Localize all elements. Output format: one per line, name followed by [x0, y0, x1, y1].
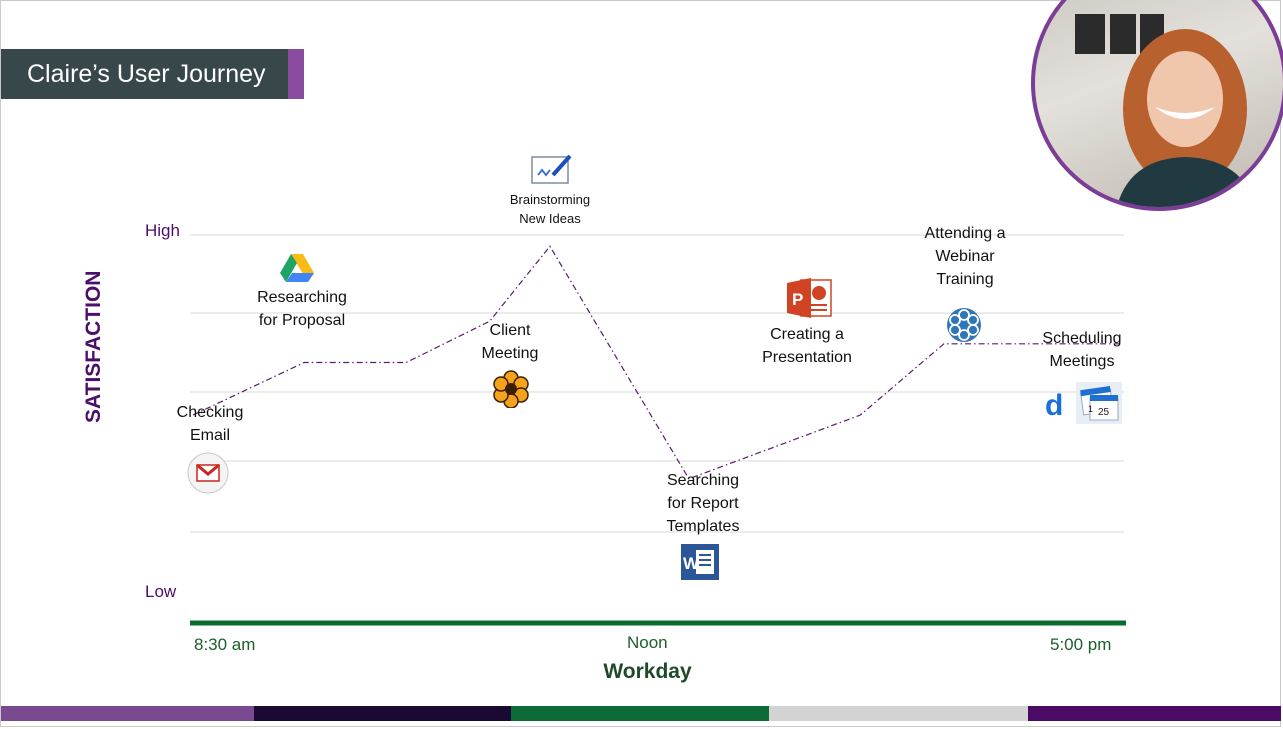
word-icon: W [681, 544, 719, 580]
y-axis-title: SATISFACTION [82, 270, 105, 423]
google-drive-icon [280, 254, 314, 282]
svg-text:25: 25 [1098, 407, 1110, 418]
x-tick-label: Noon [627, 633, 668, 652]
whiteboard-icon [531, 154, 572, 184]
slide-title: Claire’s User Journey [1, 49, 288, 99]
footer-color-bar [254, 706, 511, 721]
persona-photo [1031, 0, 1283, 211]
svg-text:P: P [792, 290, 803, 309]
svg-text:1: 1 [1088, 404, 1093, 414]
title-accent-bar [288, 49, 304, 99]
footer-color-bar [769, 706, 1028, 721]
footer-color-bar [1, 706, 254, 721]
webinar-icon [947, 308, 981, 342]
x-axis-title: Workday [603, 660, 692, 683]
x-tick-label: 5:00 pm [1050, 635, 1112, 654]
flower-meeting-icon [493, 370, 529, 408]
satisfaction-line [192, 245, 1120, 480]
x-tick-label: 8:30 am [194, 635, 256, 654]
svg-text:d: d [1045, 389, 1063, 419]
calendar-icon: 1 25 [1076, 382, 1122, 424]
powerpoint-icon: P [787, 278, 832, 318]
doodle-d-icon: d [1045, 389, 1063, 419]
persona-portrait-icon [1075, 14, 1257, 207]
gmail-icon [187, 452, 229, 494]
footer-color-bar [1028, 706, 1281, 721]
svg-text:W: W [683, 554, 700, 573]
y-level-high: High [145, 221, 180, 240]
footer-color-bar [511, 706, 769, 721]
y-level-low: Low [145, 582, 177, 601]
